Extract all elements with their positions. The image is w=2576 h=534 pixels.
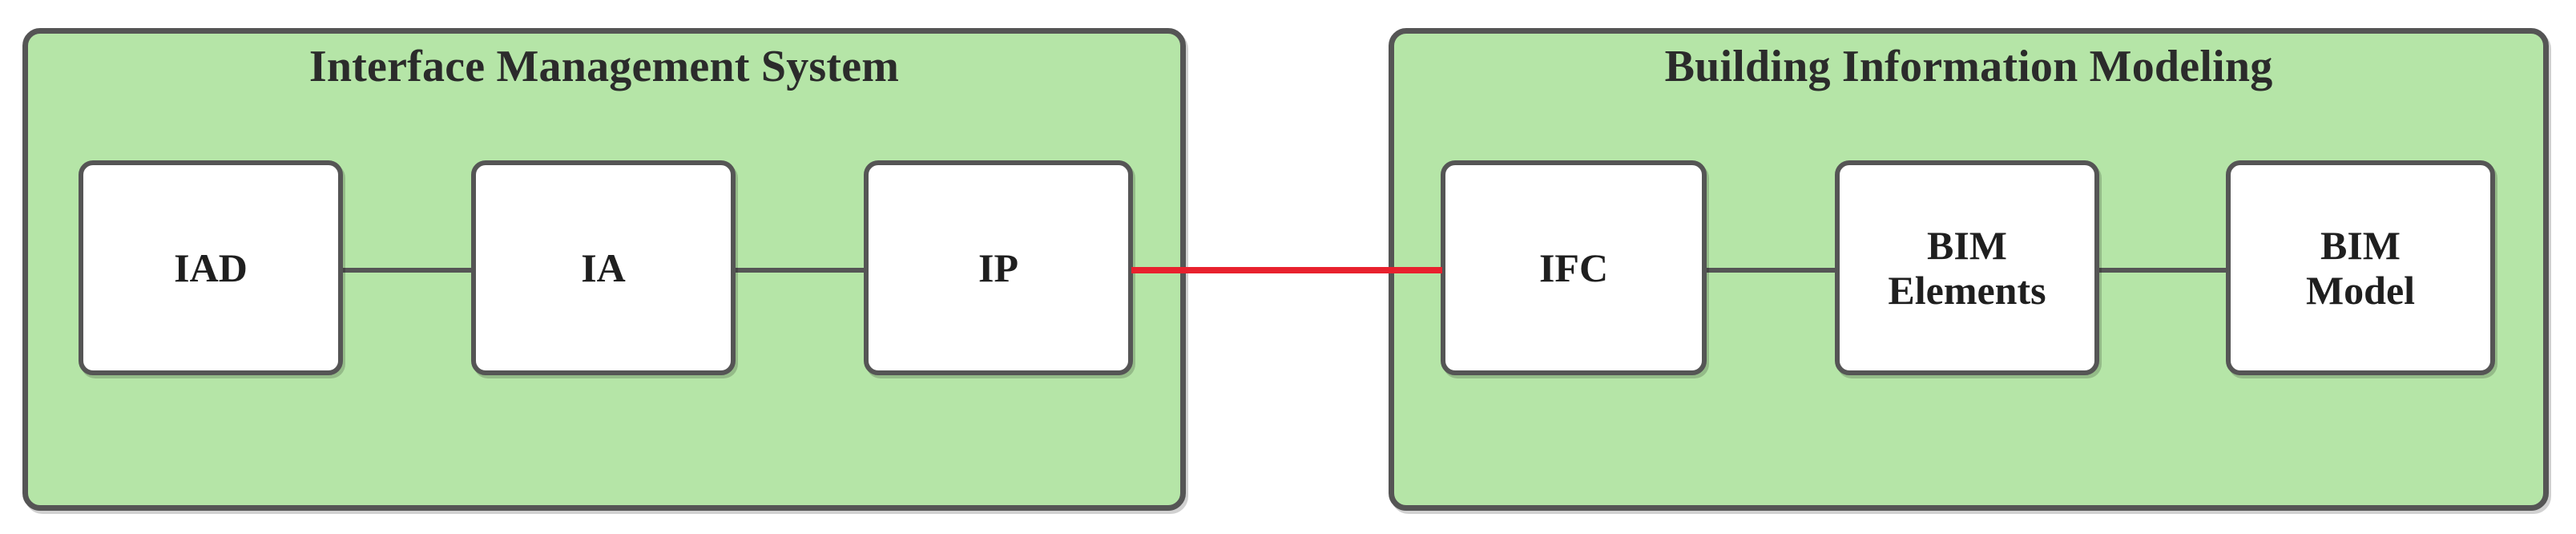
- node-bim-elements[interactable]: BIM Elements: [1835, 160, 2099, 375]
- node-ifc-label: IFC: [1538, 245, 1609, 290]
- node-bim-elements-label-line2: Elements: [1888, 268, 2046, 313]
- node-ip-label: IP: [978, 245, 1018, 290]
- cross-link-ip-to-ifc: [1131, 267, 1442, 273]
- connector-iad-to-ia: [342, 268, 473, 273]
- node-ia[interactable]: IA: [471, 160, 736, 375]
- connector-bim-elements-to-bim-model: [2098, 268, 2227, 273]
- panel-title-building-information-modeling: Building Information Modeling: [1664, 42, 2273, 91]
- connector-ia-to-ip: [733, 268, 864, 273]
- node-iad[interactable]: IAD: [79, 160, 343, 375]
- connector-ifc-to-bim-elements: [1705, 268, 1836, 273]
- node-iad-label: IAD: [174, 245, 248, 290]
- panel-title-interface-management-system: Interface Management System: [308, 42, 900, 91]
- node-ia-label: IA: [581, 245, 626, 290]
- node-bim-model-label-line1: BIM: [2320, 223, 2401, 268]
- node-bim-model[interactable]: BIM Model: [2226, 160, 2495, 375]
- node-ip[interactable]: IP: [864, 160, 1133, 375]
- node-ifc[interactable]: IFC: [1441, 160, 1707, 375]
- node-bim-elements-label-line1: BIM: [1927, 223, 2007, 268]
- node-bim-model-label-line2: Model: [2305, 268, 2416, 313]
